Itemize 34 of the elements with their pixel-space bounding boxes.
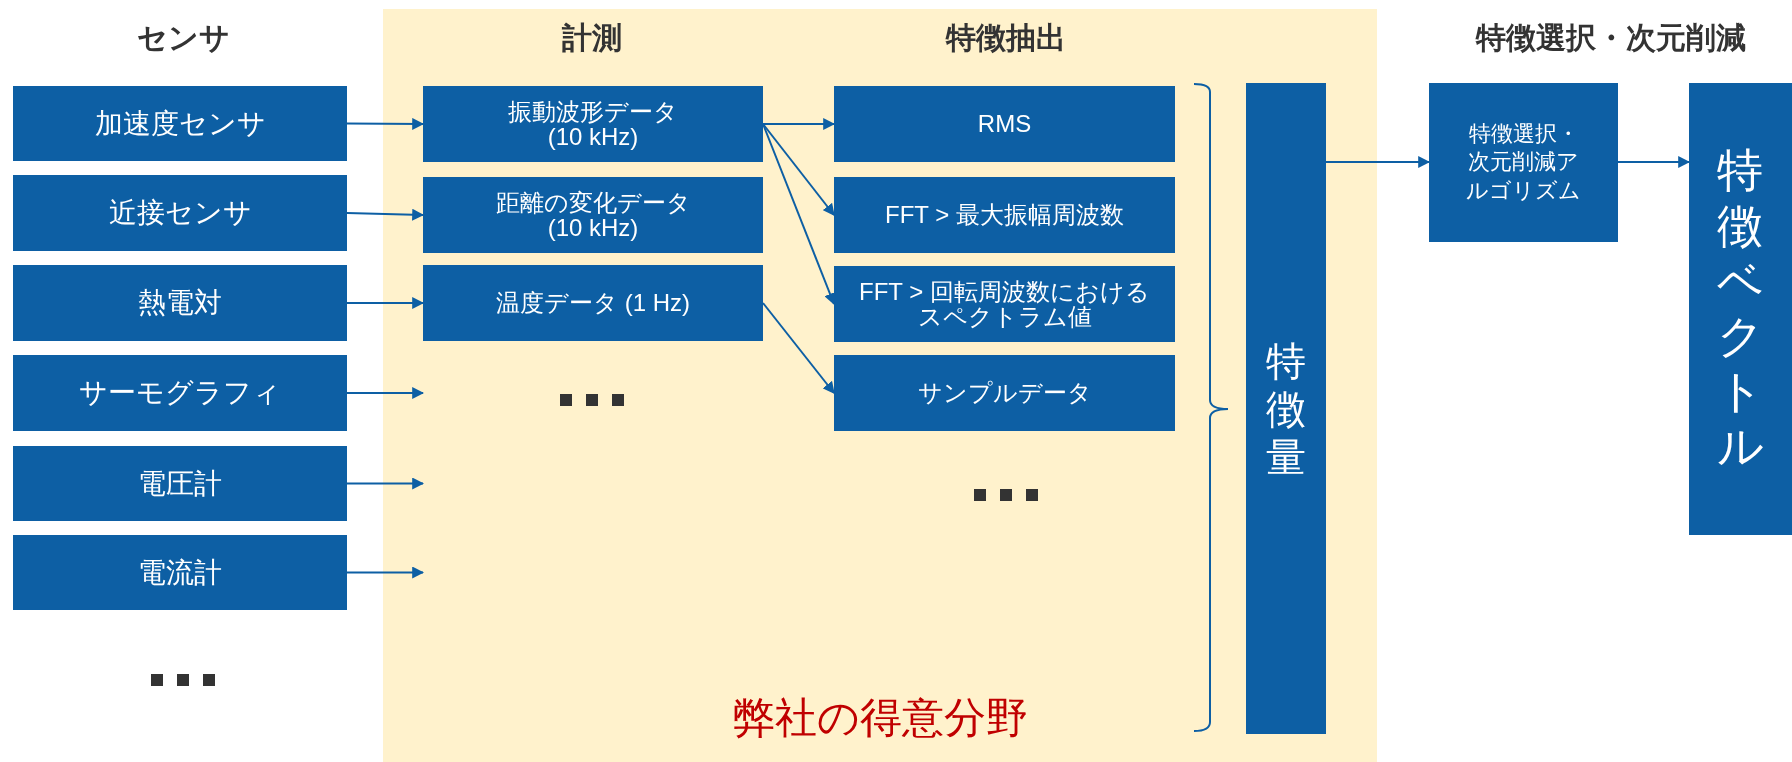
- arrow: [346, 208, 425, 221]
- arrow: [1325, 156, 1431, 168]
- column-heading: 計測: [562, 19, 622, 56]
- feature-box: FFT > 最大振幅周波数: [834, 177, 1175, 253]
- highlight-panel: [383, 9, 1377, 762]
- column-heading: 特徴選択・次元削減: [1476, 19, 1746, 56]
- sensor-box: 電流計: [13, 535, 347, 610]
- algorithm-box: 特徴選択・次元削減アルゴリズム: [1429, 83, 1618, 242]
- arrow: [346, 117, 425, 130]
- data-box: 温度データ (1 Hz): [423, 265, 763, 341]
- feature-box: FFT > 回転周波数におけるスペクトラム値: [834, 266, 1175, 342]
- sensor-box: 熱電対: [13, 265, 347, 341]
- feature-vector-bar: 特徴ベクトル: [1689, 83, 1792, 535]
- feature-quantity-bar: 特徴量: [1246, 83, 1326, 734]
- sensor-box: サーモグラフィ: [13, 355, 347, 431]
- feature-box: サンプルデータ: [834, 355, 1175, 431]
- arrow: [1617, 156, 1691, 168]
- arrow: [762, 123, 836, 306]
- arrow: [346, 387, 425, 399]
- data-box: 距離の変化データ (10 kHz): [423, 177, 763, 253]
- data-box: 振動波形データ (10 kHz): [423, 86, 763, 162]
- arrow: [346, 477, 425, 490]
- arrow: [346, 297, 425, 309]
- panel-caption: 弊社の得意分野: [732, 693, 1028, 743]
- arrow: [346, 566, 425, 579]
- arrow: [762, 302, 835, 394]
- arrow: [762, 118, 836, 130]
- sensor-box: 加速度センサ: [13, 86, 347, 161]
- sensor-box: 電圧計: [13, 446, 347, 521]
- sensor-box: 近接センサ: [13, 175, 347, 251]
- column-heading: 特徴抽出: [946, 19, 1066, 56]
- feature-box: RMS: [834, 86, 1175, 162]
- arrow: [762, 123, 835, 216]
- column-heading: センサ: [136, 19, 230, 56]
